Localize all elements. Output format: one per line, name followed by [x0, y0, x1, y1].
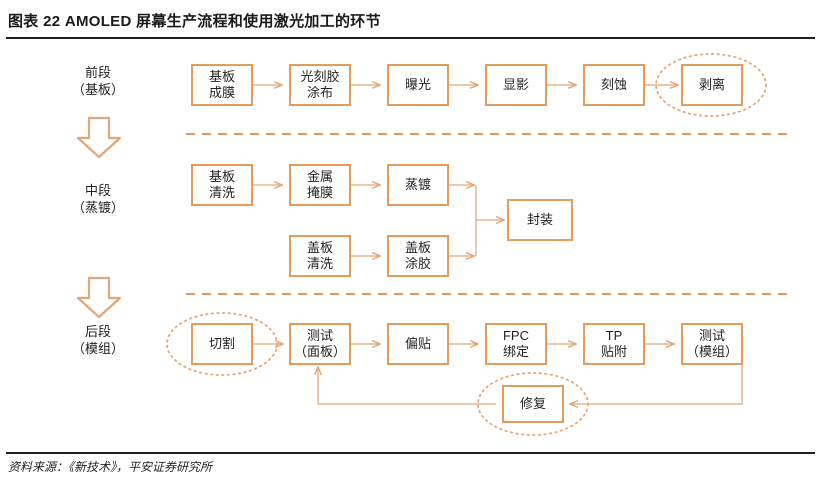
node-b3-line1: 偏贴	[404, 336, 431, 351]
node-b4-line1: FPC	[502, 328, 529, 343]
node-b3[interactable]: 偏贴	[387, 323, 449, 365]
node-f1[interactable]: 基板成膜	[191, 64, 253, 106]
node-b7-repair[interactable]: 修复	[502, 385, 564, 423]
node-m1-line1: 基板	[208, 169, 235, 184]
stage-back-sub: （模组）	[71, 341, 124, 356]
node-m5-line2: 涂胶	[404, 256, 431, 271]
stage-label-back: 后段 （模组）	[38, 323, 158, 357]
node-m4[interactable]: 盖板清洗	[289, 235, 351, 277]
node-b2-line1: 测试	[306, 328, 333, 343]
node-m5-line1: 盖板	[404, 240, 431, 255]
node-f5[interactable]: 刻蚀	[583, 64, 645, 106]
node-m3-line1: 蒸镀	[404, 177, 431, 192]
node-m6-encapsulation[interactable]: 封装	[507, 199, 573, 241]
page-title: 图表 22 AMOLED 屏幕生产流程和使用激光加工的环节	[8, 13, 381, 30]
node-b2[interactable]: 测试（面板）	[289, 323, 351, 365]
node-f1-line1: 基板	[208, 69, 235, 84]
node-b1-line1: 切割	[208, 336, 235, 351]
node-m4-line1: 盖板	[306, 240, 333, 255]
node-f2[interactable]: 光刻胶涂布	[289, 64, 351, 106]
node-b5-line2: 贴附	[600, 344, 627, 359]
source-note: 资料来源：《新技术》，平安证券研究所	[8, 460, 213, 474]
node-f3[interactable]: 曝光	[387, 64, 449, 106]
stage-middle-sub: （蒸镀）	[71, 200, 124, 215]
footer-divider	[6, 452, 815, 454]
node-b6-line2: （模组）	[685, 344, 738, 359]
node-m2-line2: 掩膜	[306, 185, 333, 200]
node-m5[interactable]: 盖板涂胶	[387, 235, 449, 277]
node-b7-line1: 修复	[519, 396, 546, 411]
node-f4[interactable]: 显影	[485, 64, 547, 106]
node-m4-line2: 清洗	[306, 256, 333, 271]
node-m3[interactable]: 蒸镀	[387, 164, 449, 206]
stage-label-front: 前段 （基板）	[38, 64, 158, 98]
node-m1-line2: 清洗	[208, 185, 235, 200]
repair-in-connector	[570, 365, 743, 404]
node-m2[interactable]: 金属掩膜	[289, 164, 351, 206]
stage-front-sub: （基板）	[71, 82, 124, 97]
hollow-down-arrow-icon-2	[76, 276, 122, 319]
node-b6[interactable]: 测试（模组）	[681, 323, 743, 365]
node-b4-line2: 绑定	[502, 344, 529, 359]
node-f2-line2: 涂布	[306, 85, 333, 100]
node-f3-line1: 曝光	[404, 77, 431, 92]
node-f6[interactable]: 剥离	[681, 64, 743, 106]
repair-out-connector	[318, 367, 496, 405]
hollow-down-arrow-icon-1	[76, 116, 122, 159]
node-f4-line1: 显影	[502, 77, 529, 92]
node-f5-line1: 刻蚀	[600, 77, 627, 92]
node-f6-line1: 剥离	[698, 77, 725, 92]
node-f1-line2: 成膜	[208, 85, 235, 100]
node-m6-line1: 封装	[526, 212, 553, 227]
node-b5-line1: TP	[605, 328, 623, 343]
stage-middle-name: 中段	[84, 183, 111, 198]
figure-header: 图表 22 AMOLED 屏幕生产流程和使用激光加工的环节	[0, 8, 821, 39]
stage-front-name: 前段	[84, 65, 111, 80]
node-m1[interactable]: 基板清洗	[191, 164, 253, 206]
title-divider	[6, 37, 815, 39]
node-b2-line2: （面板）	[293, 344, 346, 359]
stage-label-middle: 中段 （蒸镀）	[38, 182, 158, 216]
node-f2-line1: 光刻胶	[300, 69, 340, 84]
stage-back-name: 后段	[84, 324, 111, 339]
node-b1[interactable]: 切割	[191, 323, 253, 365]
node-m2-line1: 金属	[306, 169, 333, 184]
node-b6-line1: 测试	[698, 328, 725, 343]
